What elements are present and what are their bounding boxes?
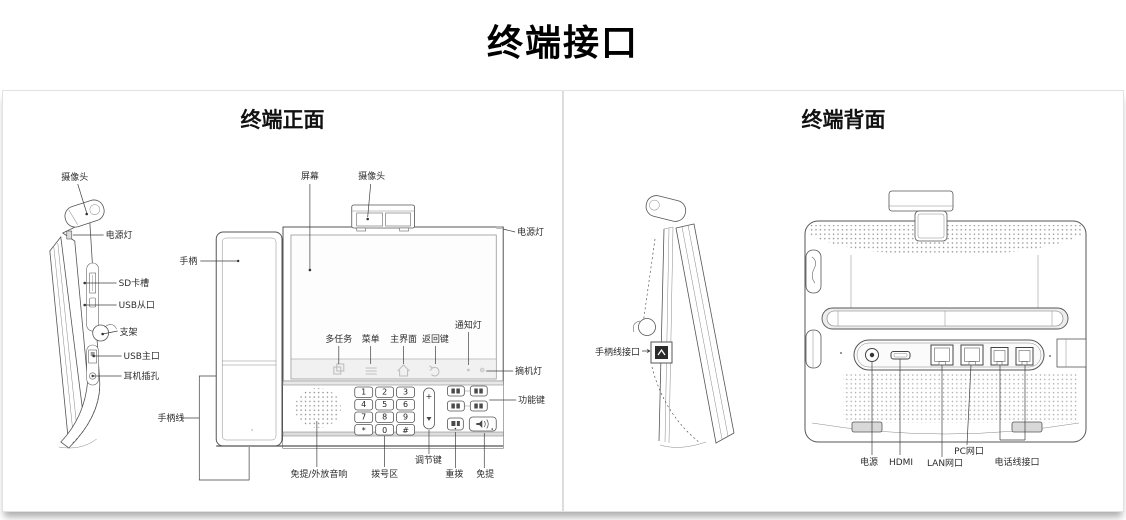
back-side-view-labels: 手柄线接口 <box>595 346 651 358</box>
back-diagram: 手柄线接口 <box>595 190 1087 469</box>
back-panel: 终端背面 <box>564 91 1123 511</box>
label-usb-slave-port: USB从口 <box>119 300 155 311</box>
label-headset-jack: 耳机插孔 <box>124 370 160 382</box>
back-side-view-drawing <box>632 195 735 448</box>
back-panel-title: 终端背面 <box>801 108 886 132</box>
label-offhook-light: 摘机灯 <box>515 365 542 377</box>
label-pc-port: PC网口 <box>954 446 984 457</box>
front-view-drawing: 1 2 3 4 5 6 7 8 9 * 0 # + <box>198 204 504 481</box>
front-diagram: 摄像头 电源灯 SD卡槽 USB从口 支架 USB主口 耳机插孔 手柄线 <box>49 170 545 481</box>
page-title: 终端接口 <box>486 23 639 64</box>
label-notification-light: 通知灯 <box>455 319 482 331</box>
volume-rocker: + <box>423 387 435 430</box>
label-handset: 手柄 <box>179 255 197 267</box>
front-view-labels: 手柄 屏幕 摄像头 电源灯 多任务 菜单 主界面 返回键 通知灯 摘机灯 <box>179 170 545 480</box>
multitask-icon <box>333 363 345 375</box>
menu-icon <box>365 367 377 375</box>
key-star: * <box>362 426 366 435</box>
label-stand: 支架 <box>120 326 138 338</box>
label-function-keys: 功能键 <box>518 394 545 406</box>
front-panel: 终端正面 <box>3 91 564 511</box>
key-5: 5 <box>382 400 387 409</box>
offhook-light-dot <box>479 367 485 373</box>
front-camera-drawing <box>351 204 415 232</box>
back-view-drawing <box>804 190 1087 443</box>
phone-line-port-1 <box>990 347 1009 366</box>
back-view-labels: 电源 HDMI LAN网口 PC网口 电话线接口 <box>860 359 1040 469</box>
key-9: 9 <box>403 412 408 421</box>
home-icon <box>397 364 410 377</box>
redial-button-drawing <box>447 417 464 431</box>
pc-port <box>960 344 984 366</box>
key-0: 0 <box>382 426 387 435</box>
label-home-key: 主界面 <box>390 333 417 345</box>
label-handset-cord-port: 手柄线接口 <box>595 346 640 358</box>
label-back-key: 返回键 <box>422 333 449 345</box>
label-multitask-key: 多任务 <box>325 333 352 345</box>
key-1: 1 <box>361 387 366 396</box>
speaker-grille <box>294 388 341 428</box>
power-port <box>865 348 879 362</box>
key-8: 8 <box>382 412 387 421</box>
label-dial-pad: 拨号区 <box>371 468 398 480</box>
label-usb-host-port: USB主口 <box>124 350 160 362</box>
label-lan-port: LAN网口 <box>927 458 963 469</box>
label-handset-cord: 手柄线 <box>157 412 184 424</box>
function-keys-group <box>447 385 488 412</box>
back-icon <box>429 365 440 377</box>
front-side-view-labels: 摄像头 电源灯 SD卡槽 USB从口 支架 USB主口 耳机插孔 手柄线 <box>61 171 200 424</box>
handsfree-button-drawing <box>468 416 497 432</box>
lan-port <box>930 344 954 366</box>
front-side-view-drawing <box>49 199 117 449</box>
notification-light-dot <box>466 368 470 372</box>
label-handsfree-key: 免提 <box>476 468 494 480</box>
label-volume-key: 调节键 <box>415 454 442 466</box>
front-panel-title: 终端正面 <box>240 108 325 132</box>
label-menu-key: 菜单 <box>362 333 380 345</box>
key-4: 4 <box>361 400 366 409</box>
hdmi-port <box>890 351 911 360</box>
label-front-power-light: 电源灯 <box>517 226 544 238</box>
key-6: 6 <box>403 400 408 409</box>
diagram-container: 终端正面 <box>2 90 1124 512</box>
label-power: 电源 <box>860 456 878 468</box>
label-redial-key: 重拨 <box>445 468 463 480</box>
label-side-camera: 摄像头 <box>61 171 88 183</box>
label-side-power-light: 电源灯 <box>106 229 133 241</box>
key-3: 3 <box>403 387 408 396</box>
label-hdmi: HDMI <box>889 458 913 468</box>
label-front-camera: 摄像头 <box>358 170 385 182</box>
label-speakerphone: 免提/外放音响 <box>290 468 347 480</box>
key-2: 2 <box>382 387 387 396</box>
dial-pad: 1 2 3 4 5 6 7 8 9 * 0 # <box>354 386 415 436</box>
phone-line-port-2 <box>1015 347 1034 366</box>
volume-plus-label: + <box>426 392 433 401</box>
label-sd-card-slot: SD卡槽 <box>119 277 150 289</box>
label-phone-line-port: 电话线接口 <box>994 456 1039 468</box>
key-hash: # <box>402 426 409 435</box>
label-screen: 屏幕 <box>301 170 319 182</box>
key-7: 7 <box>361 412 366 421</box>
